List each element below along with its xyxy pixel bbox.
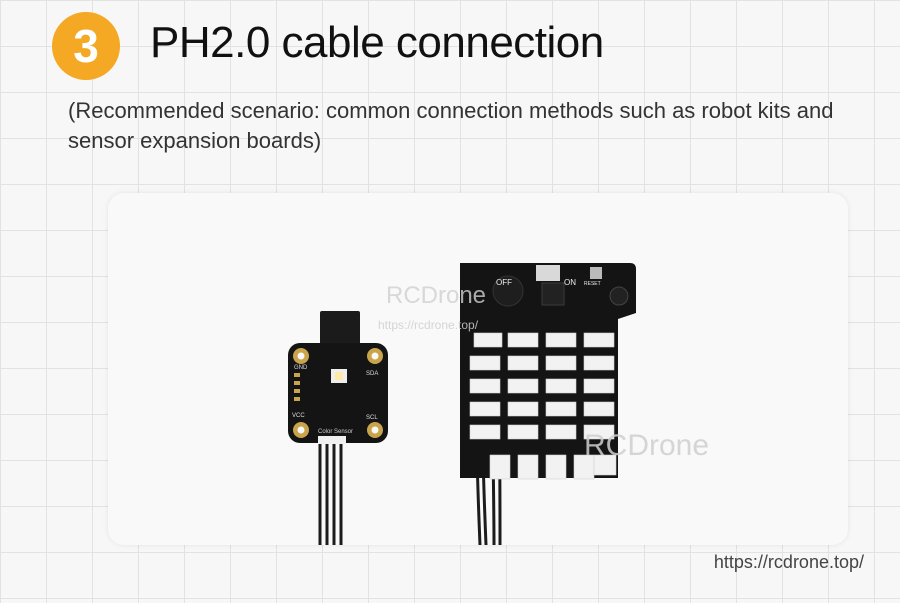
board-label-off: OFF xyxy=(496,278,512,287)
sensor-label-sda: SDA xyxy=(366,371,378,377)
color-sensor-module: GND VCC SDA SCL Color Sensor xyxy=(288,343,388,444)
sensor-label-scl: SCL xyxy=(366,415,378,421)
sensor-expansion-board: OFF ON RESET xyxy=(460,263,636,480)
watermark-brand-2: RCDrone xyxy=(584,429,709,462)
watermark-brand: RCDrone xyxy=(386,282,486,309)
sensor-label-gnd: GND xyxy=(294,365,308,371)
sensor-label-name: Color Sensor xyxy=(318,429,353,435)
page-title: PH2.0 cable connection xyxy=(150,18,604,67)
board-label-reset: RESET xyxy=(584,281,601,287)
page-subtitle: (Recommended scenario: common connection… xyxy=(68,98,834,153)
product-photo: GND VCC SDA SCL Color Sensor OFF ON RESE… xyxy=(288,263,709,545)
sensor-label-vcc: VCC xyxy=(292,413,305,419)
board-label-on: ON xyxy=(564,278,576,287)
sensor-top-connector xyxy=(320,311,360,351)
watermark-url: https://rcdrone.top/ xyxy=(378,318,479,332)
step-badge: 3 xyxy=(52,12,120,80)
product-photo-panel: GND VCC SDA SCL Color Sensor OFF ON RESE… xyxy=(108,193,848,545)
sensor-cables xyxy=(318,443,343,545)
footer-url: https://rcdrone.top/ xyxy=(713,552,864,572)
board-connector-grid xyxy=(469,332,617,480)
